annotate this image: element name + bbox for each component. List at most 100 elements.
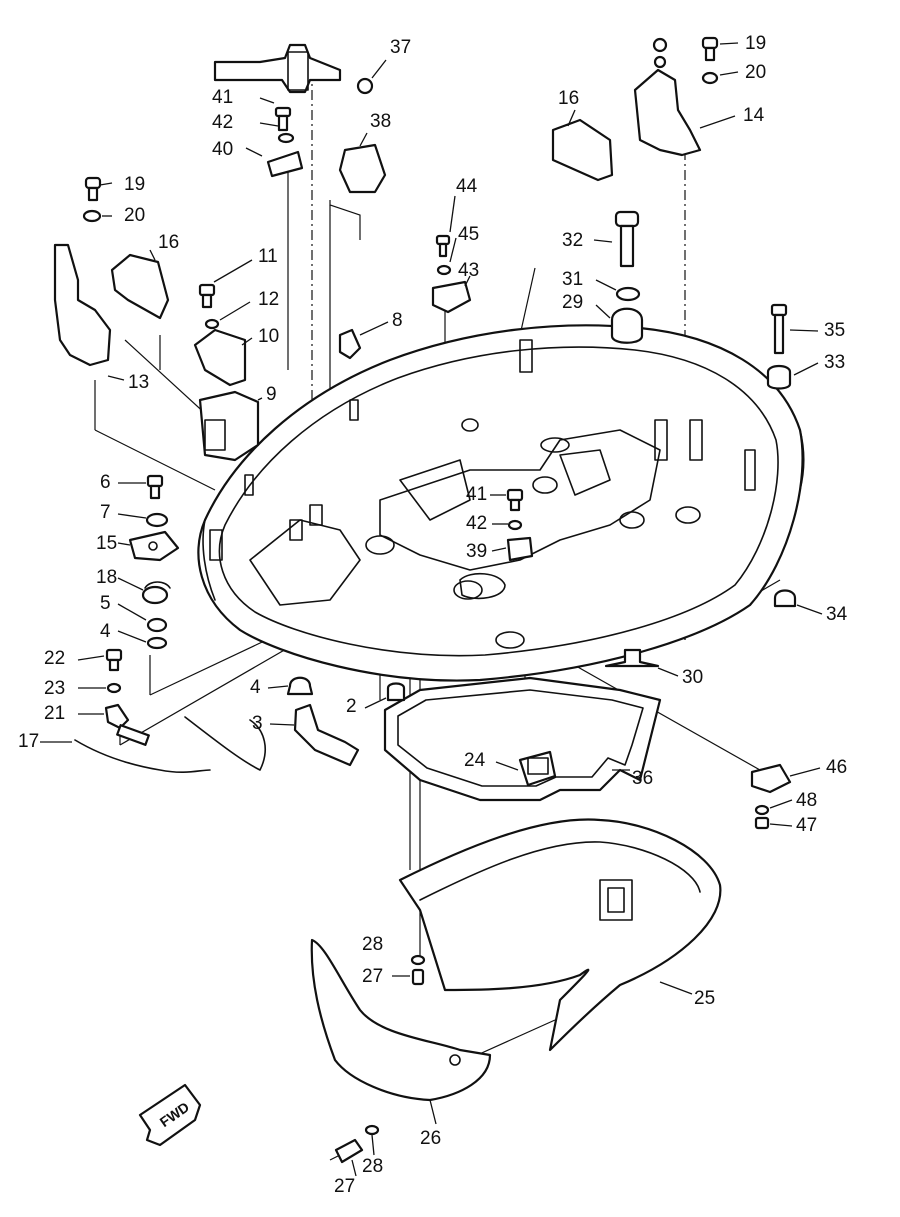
callout-label: 2: [346, 696, 357, 717]
callout-9: 9: [257, 384, 277, 405]
callout-27-bottom: 27: [334, 1159, 357, 1197]
callout-label: 8: [392, 310, 403, 331]
callout-label: 13: [128, 372, 149, 393]
callout-42-center: 42: [466, 513, 508, 534]
callout-14: 14: [699, 105, 765, 129]
callout-30: 30: [657, 667, 703, 688]
callout-22: 22: [44, 648, 105, 669]
callout-16-left: 16: [149, 232, 179, 261]
small-parts: [53, 36, 797, 1164]
callout-29: 29: [562, 292, 611, 319]
callout-32: 32: [562, 230, 613, 251]
callout-13: 13: [107, 372, 149, 393]
callout-label: 20: [745, 62, 766, 83]
callout-label: 28: [362, 1156, 383, 1177]
callout-17: 17: [18, 731, 72, 752]
callout-label: 48: [796, 790, 817, 811]
callout-label: 25: [694, 988, 715, 1009]
callout-label: 16: [558, 88, 579, 109]
callout-3: 3: [252, 713, 295, 734]
callout-label: 14: [743, 105, 765, 126]
callout-45: 45: [449, 224, 479, 263]
callout-label: 6: [100, 472, 111, 493]
callout-label: 23: [44, 678, 65, 699]
callout-label: 42: [212, 112, 233, 133]
callout-10: 10: [241, 326, 279, 347]
callout-label: 17: [18, 731, 39, 752]
callout-label: 47: [796, 815, 817, 836]
callout-20-left: 20: [102, 205, 145, 226]
callout-label: 10: [258, 326, 279, 347]
callout-37: 37: [371, 37, 411, 79]
callout-4-left: 4: [100, 621, 147, 643]
callout-label: 39: [466, 541, 487, 562]
callout-label: 29: [562, 292, 583, 313]
callout-4-center: 4: [250, 677, 289, 698]
callout-6: 6: [100, 472, 146, 493]
callout-label: 11: [258, 246, 278, 267]
callout-label: 28: [362, 934, 383, 955]
callout-28-bottom: 28: [362, 1134, 383, 1177]
callout-label: 5: [100, 593, 111, 614]
bottom-cowling: [197, 324, 805, 682]
callout-26: 26: [420, 1099, 441, 1149]
callout-label: 35: [824, 320, 845, 341]
apron-rear: [398, 818, 722, 1052]
callout-label: 3: [252, 713, 263, 734]
callout-16-right: 16: [558, 88, 579, 127]
callout-41-center: 41: [466, 484, 506, 505]
callout-label: 31: [562, 269, 583, 290]
callout-label: 7: [100, 502, 111, 523]
callout-label: 40: [212, 139, 233, 160]
callout-18: 18: [96, 567, 144, 591]
callout-label: 32: [562, 230, 583, 251]
callout-label: 21: [44, 703, 65, 724]
callout-44: 44: [449, 176, 478, 233]
callout-label: 22: [44, 648, 65, 669]
callout-42: 42: [212, 112, 279, 133]
callout-5: 5: [100, 593, 147, 621]
callout-40: 40: [212, 139, 263, 160]
callout-38: 38: [359, 111, 391, 147]
callout-label: 18: [96, 567, 117, 588]
callout-46: 46: [789, 757, 847, 778]
callout-label: 20: [124, 205, 145, 226]
fwd-arrow: FWD: [138, 1083, 202, 1147]
callout-21: 21: [44, 703, 104, 724]
callout-41: 41: [212, 87, 275, 108]
callout-label: 19: [124, 174, 145, 195]
callout-33: 33: [793, 352, 845, 376]
callout-15: 15: [96, 533, 131, 554]
callout-label: 19: [745, 33, 766, 54]
callout-19-left: 19: [99, 174, 145, 195]
callout-label: 37: [390, 37, 411, 58]
callout-27-mid: 27: [362, 966, 410, 987]
callout-8: 8: [359, 310, 403, 336]
callout-19-right: 19: [719, 33, 766, 54]
callout-34: 34: [796, 604, 848, 625]
callout-label: 27: [334, 1176, 355, 1197]
callout-47: 47: [769, 815, 817, 836]
callout-label: 42: [466, 513, 487, 534]
callout-label: 16: [158, 232, 179, 253]
callout-label: 4: [250, 677, 261, 698]
callout-label: 34: [826, 604, 848, 625]
callout-48: 48: [769, 790, 817, 811]
callout-label: 33: [824, 352, 845, 373]
cowling-seal: [383, 676, 662, 802]
callout-label: 15: [96, 533, 117, 554]
callout-label: 38: [370, 111, 391, 132]
apron-front: [310, 938, 492, 1102]
callout-7: 7: [100, 502, 147, 523]
callout-label: 46: [826, 757, 847, 778]
callout-label: 41: [466, 484, 487, 505]
callout-25: 25: [659, 981, 715, 1009]
callout-label: 24: [464, 750, 486, 771]
callouts: 37 41 42 40 38 19 20 16 11 12 10 13 9 8 …: [18, 33, 848, 1197]
callout-31: 31: [562, 269, 617, 291]
callout-label: 43: [458, 260, 479, 281]
callout-label: 27: [362, 966, 383, 987]
callout-24: 24: [464, 750, 519, 771]
callout-39: 39: [466, 541, 507, 562]
